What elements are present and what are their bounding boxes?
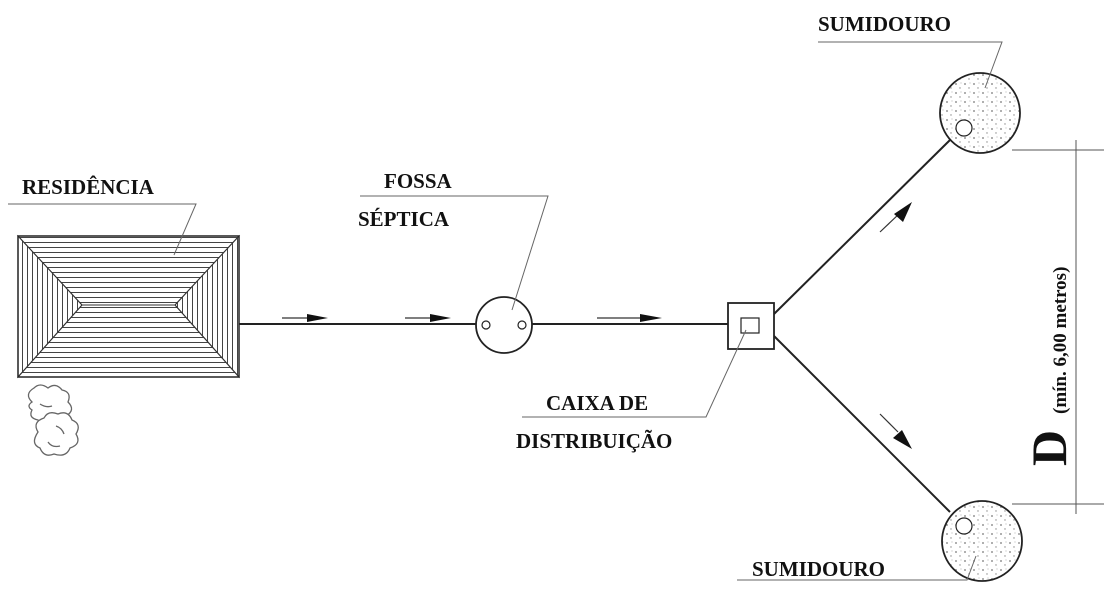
flow-arrow-icon xyxy=(597,314,662,322)
dimension-lines xyxy=(1012,140,1104,514)
leader-lines xyxy=(8,41,1003,581)
label-distribution-box-line1: CAIXA DE xyxy=(546,391,648,415)
distribution-box-icon xyxy=(727,302,775,350)
sink-top-icon xyxy=(939,72,1021,154)
flow-arrow-icon xyxy=(879,413,912,449)
pipe-box-to-sink-bottom xyxy=(773,335,951,513)
flow-arrow-icon xyxy=(282,314,328,322)
label-distribution-box-line2: DISTRIBUIÇÃO xyxy=(516,429,672,453)
label-septic-tank-line1: FOSSA xyxy=(384,169,453,193)
label-residence: RESIDÊNCIA xyxy=(22,175,155,199)
label-distance-note: (mín. 6,00 metros) xyxy=(1050,267,1071,414)
flow-arrow-icon xyxy=(405,314,451,322)
tree-icon xyxy=(27,384,79,456)
house-roof-icon xyxy=(16,234,241,379)
pipe-box-to-sink-top xyxy=(773,139,951,315)
label-sink-bottom: SUMIDOURO xyxy=(752,557,885,581)
flow-arrow-icon xyxy=(879,202,912,233)
septic-tank-icon xyxy=(475,296,533,354)
label-sink-top: SUMIDOURO xyxy=(818,12,951,36)
sink-bottom-icon xyxy=(941,500,1023,582)
label-distance-letter: D xyxy=(1021,430,1077,466)
label-septic-tank-line2: SÉPTICA xyxy=(358,207,450,231)
